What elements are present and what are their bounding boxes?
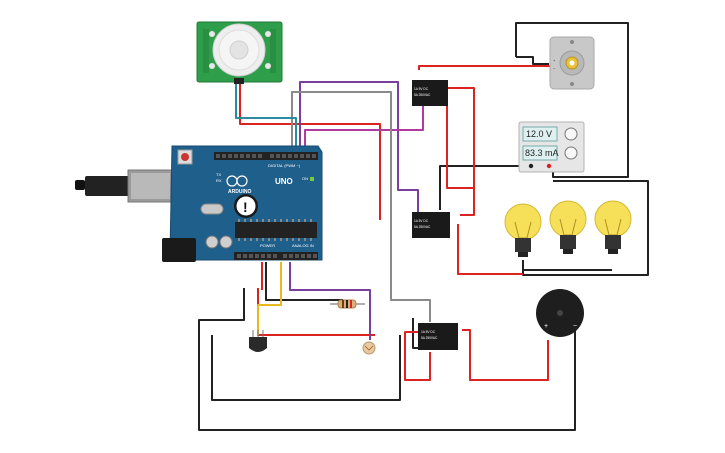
wire-motor-bottom [516, 56, 549, 65]
light-bulb-3[interactable] [594, 200, 632, 254]
wires [198, 22, 649, 431]
wire-relay2-supply [460, 188, 475, 216]
svg-text:5A 250VAC: 5A 250VAC [414, 93, 431, 97]
svg-text:−: − [573, 323, 577, 330]
wire-pir-vcc [239, 82, 381, 220]
wire-purple-relay1 [299, 81, 419, 218]
voltage-knob[interactable] [564, 127, 578, 141]
current-knob[interactable] [564, 146, 578, 160]
digital-label: DIGITAL (PWM ~) [268, 163, 301, 168]
wire-relay3-left [404, 331, 431, 381]
arduino-model: UNO [275, 177, 293, 186]
svg-text:RX: RX [216, 178, 222, 183]
dc-motor[interactable]: + − [549, 36, 595, 90]
wire-teal-pir-signal [235, 82, 297, 150]
svg-text:−: − [553, 66, 556, 71]
wire-relay3-buzzer [462, 329, 549, 381]
usb-cable-end [75, 180, 85, 190]
svg-text:+: + [553, 58, 556, 63]
power-label: POWER [260, 243, 275, 248]
wire-motor-loop [515, 22, 629, 178]
svg-text:ON: ON [302, 176, 308, 181]
svg-text:TX: TX [216, 172, 221, 177]
wire-temp-vcc [257, 288, 375, 336]
arduino-uno[interactable]: DIGITAL (PWM ~) ARDUINO UNO TX RX ON ! [75, 145, 323, 262]
pir-sensor[interactable] [196, 21, 283, 84]
wire-ground-bottom-loop [198, 288, 576, 431]
svg-text:5A 250VAC: 5A 250VAC [421, 336, 438, 340]
photoresistor[interactable] [362, 341, 376, 355]
wire-purple-analog [289, 262, 371, 340]
voltage-readout: 12.0 V [526, 129, 552, 139]
wire-relay2-bulb [457, 224, 523, 275]
wire-grey-relay3 [291, 91, 431, 322]
svg-text:1A 5V DC: 1A 5V DC [421, 330, 436, 334]
light-bulb-1[interactable] [504, 203, 542, 257]
svg-text:1A 5V DC: 1A 5V DC [414, 219, 429, 223]
wire-relay1-out [445, 87, 475, 189]
wire-yellow-temp [257, 262, 282, 335]
power-supply[interactable]: 12.0 V 83.3 mA [518, 121, 585, 173]
wire-relay1-motor [418, 65, 551, 70]
wire-relay3-ground [412, 318, 418, 349]
temperature-sensor[interactable] [249, 330, 267, 352]
wire-arduino-ground [265, 262, 343, 301]
warning-symbol: ! [243, 199, 248, 215]
analog-label: ANALOG IN [292, 243, 314, 248]
piezo-buzzer[interactable]: + − [536, 289, 584, 337]
relay-2[interactable]: 1A 5V DC 5A 250VAC [412, 212, 450, 238]
svg-text:5A 250VAC: 5A 250VAC [414, 225, 431, 229]
svg-text:+: + [544, 323, 548, 330]
relay-3[interactable]: 1A 5V DC 5A 250VAC [418, 323, 458, 350]
svg-text:1A 5V DC: 1A 5V DC [414, 87, 429, 91]
relay-1[interactable]: 1A 5V DC 5A 250VAC [412, 80, 448, 106]
resistor[interactable] [330, 299, 365, 309]
current-readout: 83.3 mA [525, 148, 559, 158]
wire-ground-bus [211, 335, 401, 401]
wire-supply-to-bulbs [522, 180, 649, 276]
arduino-logo-text: ARDUINO [228, 189, 251, 195]
wire-supply-ground-left [439, 165, 527, 210]
light-bulb-2[interactable] [549, 200, 587, 254]
